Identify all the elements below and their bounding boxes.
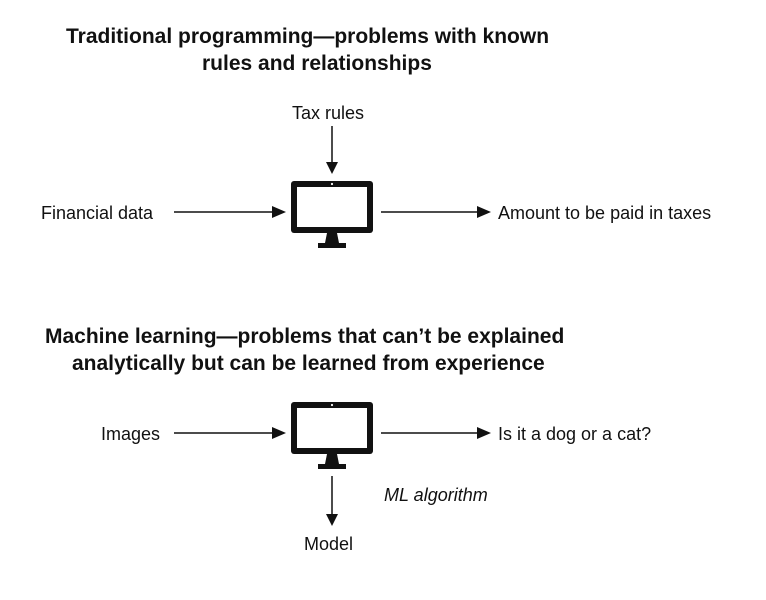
tax-amount-output-label: Amount to be paid in taxes — [498, 203, 712, 223]
classification-output-arrow — [381, 427, 491, 439]
images-arrow — [174, 427, 286, 439]
images-label: Images — [101, 424, 161, 444]
computer-monitor-icon — [291, 181, 373, 248]
model-down-arrow — [326, 476, 338, 526]
tax-rules-label: Tax rules — [292, 103, 365, 123]
tax-output-arrow — [381, 206, 491, 218]
traditional-title-line-2: rules and relationships — [202, 52, 432, 75]
computer-monitor-icon — [291, 402, 373, 469]
dog-or-cat-output-label: Is it a dog or a cat? — [498, 424, 652, 444]
financial-data-arrow — [174, 206, 286, 218]
ml-title-line-1: Machine learning—problems that can’t be … — [45, 325, 565, 348]
financial-data-label: Financial data — [41, 203, 154, 223]
traditional-title-line-1: Traditional programming—problems with kn… — [66, 25, 550, 48]
tax-rules-down-arrow — [326, 126, 338, 174]
ml-title-line-2: analytically but can be learned from exp… — [72, 352, 545, 375]
model-label: Model — [304, 534, 354, 554]
ml-algorithm-label: ML algorithm — [384, 485, 488, 505]
